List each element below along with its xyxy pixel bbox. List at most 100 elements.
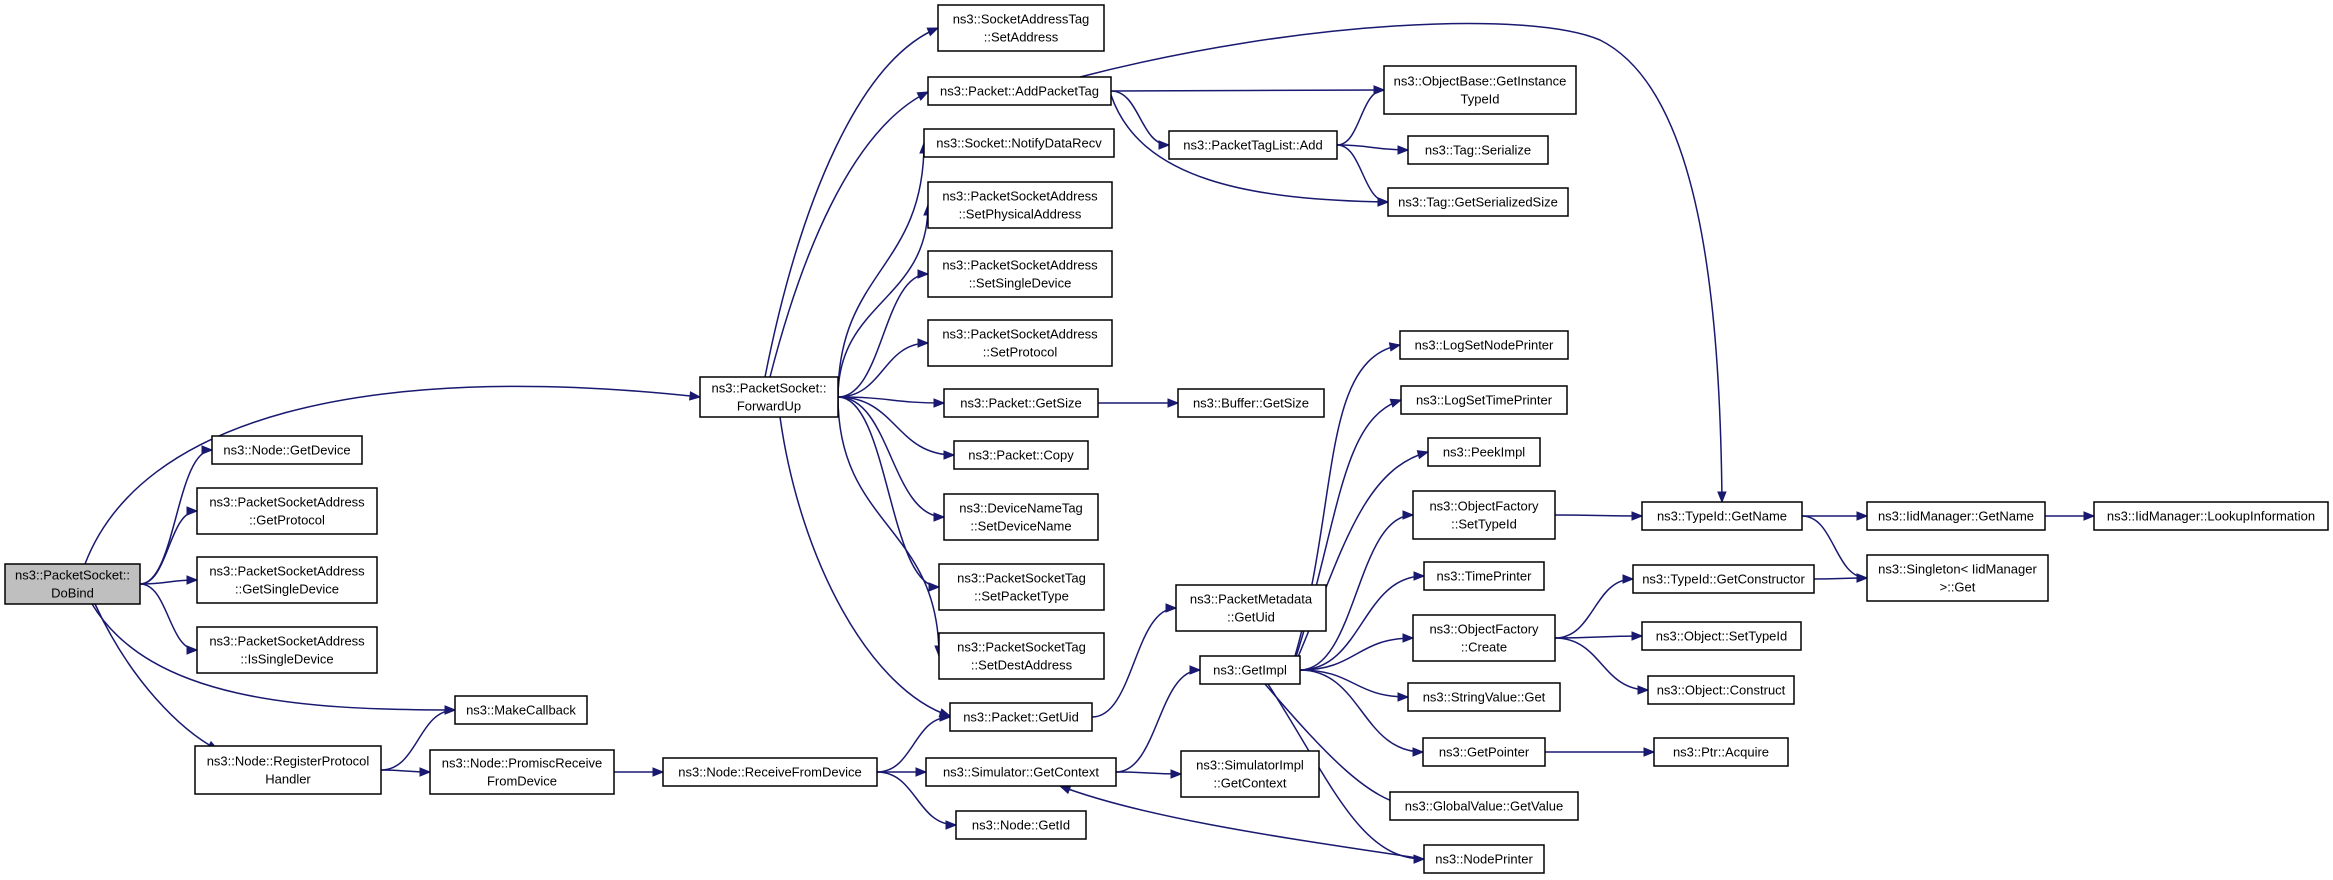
node-timeprinter[interactable]: ns3::TimePrinter: [1423, 561, 1545, 591]
edge-getpointer-to-ptr_acquire: [1545, 747, 1656, 757]
node-packettaglist-add[interactable]: ns3::PacketTagList::Add: [1168, 130, 1338, 160]
node-label: ns3::Node::PromiscReceive: [442, 756, 602, 771]
node-psa-issingledevice[interactable]: ns3::PacketSocketAddress::IsSingleDevice: [196, 626, 378, 674]
node-box: [429, 749, 615, 795]
node-psa-getprotocol[interactable]: ns3::PacketSocketAddress::GetProtocol: [196, 487, 378, 535]
edge-line: [837, 396, 955, 456]
node-getdevice[interactable]: ns3::Node::GetDevice: [211, 435, 363, 465]
node-label: ns3::PacketSocketAddress: [942, 258, 1098, 273]
node-label: ns3::IidManager::GetName: [1878, 509, 2034, 524]
arrowhead: [1158, 140, 1171, 150]
edge-of_create-to-typeid_getconstructor: [1554, 574, 1635, 639]
node-receivefromdevice[interactable]: ns3::Node::ReceiveFromDevice: [662, 757, 878, 787]
nodes-layer: ns3::PacketSocket::DoBindns3::PacketSock…: [4, 4, 2329, 874]
node-label: TypeId: [1460, 92, 1499, 107]
node-label: ::SetDeviceName: [970, 519, 1071, 534]
node-of-create[interactable]: ns3::ObjectFactory::Create: [1412, 614, 1556, 662]
node-tag-getserializedsize[interactable]: ns3::Tag::GetSerializedSize: [1387, 187, 1569, 217]
arrowhead: [917, 338, 930, 348]
node-peekimpl[interactable]: ns3::PeekImpl: [1427, 437, 1541, 467]
edge-getimpl-to-stringvalue_get: [1299, 669, 1410, 702]
node-of-settypeid[interactable]: ns3::ObjectFactory::SetTypeId: [1412, 490, 1556, 540]
node-devicenametag[interactable]: ns3::DeviceNameTag::SetDeviceName: [943, 493, 1099, 541]
node-label: ns3::PacketSocketAddress: [209, 564, 365, 579]
node-tag-serialize[interactable]: ns3::Tag::Serialize: [1407, 135, 1549, 165]
node-object-settypeid[interactable]: ns3::Object::SetTypeId: [1641, 621, 1802, 651]
edge-line: [1110, 94, 1389, 203]
arrowhead: [2083, 511, 2096, 521]
node-label: ns3::PacketMetadata: [1190, 592, 1313, 607]
node-typeid-getname[interactable]: ns3::TypeId::GetName: [1641, 501, 1803, 531]
node-nodeprinter[interactable]: ns3::NodePrinter: [1423, 844, 1545, 874]
arrowhead: [1637, 685, 1650, 695]
edge-getimpl-to-peekimpl: [1294, 450, 1430, 665]
node-typeid-getconstructor[interactable]: ns3::TypeId::GetConstructor: [1632, 564, 1815, 594]
node-packet-getsize[interactable]: ns3::Packet::GetSize: [943, 388, 1099, 418]
node-box: [927, 181, 1113, 229]
edge-dobind-to-registerprotocolhandler: [94, 603, 220, 751]
node-sat-setaddress[interactable]: ns3::SocketAddressTag::SetAddress: [937, 4, 1105, 52]
node-box: [1175, 584, 1327, 632]
node-iidmanager-getname[interactable]: ns3::IidManager::GetName: [1866, 501, 2046, 531]
node-psa-getsingledevice[interactable]: ns3::PacketSocketAddress::GetSingleDevic…: [196, 556, 378, 604]
node-label: ns3::LogSetNodePrinter: [1415, 338, 1554, 353]
node-dobind[interactable]: ns3::PacketSocket::DoBind: [4, 563, 141, 605]
node-getpointer[interactable]: ns3::GetPointer: [1422, 737, 1546, 767]
edge-line: [1336, 89, 1385, 146]
node-box: [953, 440, 1089, 470]
node-globalvalue-getvalue[interactable]: ns3::GlobalValue::GetValue: [1389, 791, 1579, 821]
node-stringvalue-get[interactable]: ns3::StringValue::Get: [1407, 682, 1561, 712]
node-iidmanager-lookupinformation[interactable]: ns3::IidManager::LookupInformation: [2093, 501, 2329, 531]
node-label: >::Get: [1940, 580, 1976, 595]
node-packet-getuid[interactable]: ns3::Packet::GetUid: [949, 702, 1093, 732]
node-label: ns3::PacketSocketTag: [957, 571, 1086, 586]
node-psa-setphysicaladdress[interactable]: ns3::PacketSocketAddress::SetPhysicalAdd…: [927, 181, 1113, 229]
edge-line: [1059, 785, 1425, 860]
edge-line: [837, 342, 929, 398]
node-label: ns3::ObjectFactory: [1429, 499, 1539, 514]
edge-line: [1091, 607, 1177, 718]
node-getimpl[interactable]: ns3::GetImpl: [1199, 655, 1301, 685]
node-label: ns3::Singleton< IidManager: [1878, 562, 2037, 577]
node-box: [927, 319, 1113, 367]
node-label: ns3::PacketSocket::: [712, 381, 827, 396]
node-ptr-acquire[interactable]: ns3::Ptr::Acquire: [1653, 737, 1789, 767]
node-pst-setpackettype[interactable]: ns3::PacketSocketTag::SetPacketType: [938, 563, 1105, 611]
node-notifydatarecv[interactable]: ns3::Socket::NotifyDataRecv: [923, 128, 1115, 158]
node-makecallback[interactable]: ns3::MakeCallback: [454, 695, 588, 725]
node-label: ns3::Packet::GetUid: [963, 710, 1079, 725]
node-psa-setprotocol[interactable]: ns3::PacketSocketAddress::SetProtocol: [927, 319, 1113, 367]
node-logsettimeprinter[interactable]: ns3::LogSetTimePrinter: [1400, 385, 1568, 415]
node-forwardup[interactable]: ns3::PacketSocket::ForwardUp: [699, 376, 839, 418]
edge-forwardup-to-pst_setpackettype: [837, 396, 941, 592]
node-label: ns3::Ptr::Acquire: [1673, 745, 1769, 760]
node-psa-setsingledevice[interactable]: ns3::PacketSocketAddress::SetSingleDevic…: [927, 250, 1113, 298]
node-box: [1422, 737, 1546, 767]
node-box: [927, 76, 1112, 106]
node-packetmetadata-getuid[interactable]: ns3::PacketMetadata::GetUid: [1175, 584, 1327, 632]
node-simimpl-getcontext[interactable]: ns3::SimulatorImpl::GetContext: [1180, 750, 1320, 798]
node-label: ns3::DeviceNameTag: [959, 501, 1083, 516]
node-packet-copy[interactable]: ns3::Packet::Copy: [953, 440, 1089, 470]
node-label: ns3::Buffer::GetSize: [1193, 396, 1309, 411]
node-label: ::GetContext: [1214, 776, 1287, 791]
node-object-construct[interactable]: ns3::Object::Construct: [1647, 675, 1795, 705]
arrowhead: [1389, 398, 1403, 408]
node-pst-setdestaddress[interactable]: ns3::PacketSocketTag::SetDestAddress: [938, 632, 1105, 680]
node-singleton-get[interactable]: ns3::Singleton< IidManager >::Get: [1866, 554, 2049, 602]
node-sim-getcontext[interactable]: ns3::Simulator::GetContext: [925, 757, 1117, 787]
node-label: Handler: [265, 772, 311, 787]
node-box: [943, 388, 1099, 418]
node-label: ::SetPacketType: [974, 589, 1069, 604]
node-buffer-getsize[interactable]: ns3::Buffer::GetSize: [1177, 388, 1325, 418]
edge-forwardup-to-packet_copy: [837, 396, 956, 460]
node-addpackettag[interactable]: ns3::Packet::AddPacketTag: [927, 76, 1112, 106]
node-label: ns3::GetImpl: [1213, 663, 1287, 678]
node-node-getid[interactable]: ns3::Node::GetId: [955, 810, 1087, 840]
node-logsetnodeprinter[interactable]: ns3::LogSetNodePrinter: [1399, 330, 1569, 360]
node-box: [1641, 621, 1802, 651]
node-label: ns3::GetPointer: [1439, 745, 1530, 760]
